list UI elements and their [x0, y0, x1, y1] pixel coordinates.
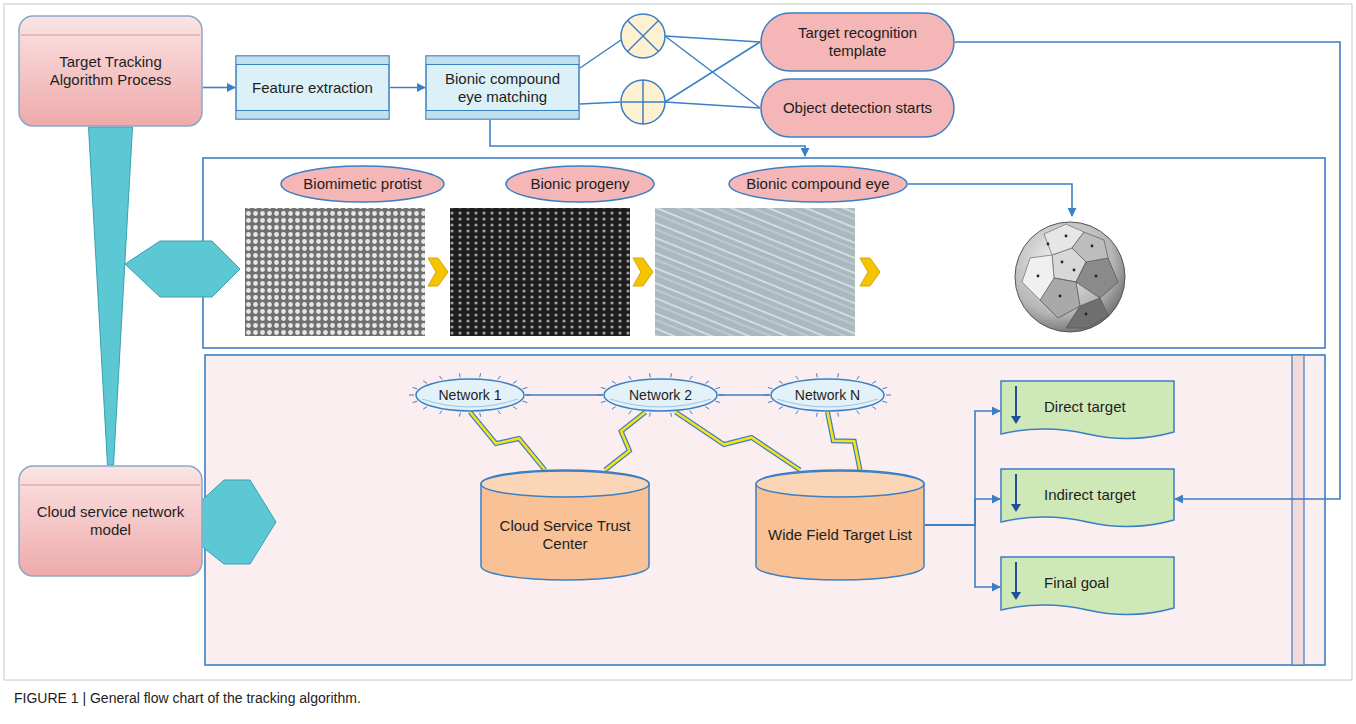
document-shape: Indirect target — [1000, 468, 1175, 530]
node-label: Bionic progeny — [519, 175, 641, 193]
node-label: Target recognition template — [782, 24, 933, 60]
chevron — [860, 258, 880, 286]
process-box: Feature extraction — [235, 55, 390, 120]
node-text-group: Biomimetic protist — [294, 175, 431, 193]
node-label: Feature extraction — [243, 79, 382, 97]
database-cylinder: Cloud Service Trust Center — [480, 470, 650, 580]
result-bubble: Target recognition template — [760, 12, 955, 72]
stage-ellipse: Biomimetic protist — [280, 165, 445, 203]
network-node: Network 2 — [603, 378, 718, 412]
node-text-group: Cloud service network model — [32, 503, 189, 539]
flow-arrow — [203, 87, 235, 89]
teal-pointer — [125, 241, 240, 297]
lightning-link — [470, 412, 545, 470]
node-text-group: Network 1 — [425, 387, 515, 404]
node-text-group: Target Tracking Algorithm Process — [32, 53, 189, 89]
chevron — [428, 258, 448, 286]
process-box: Bionic compound eye matching — [425, 55, 580, 120]
node-label: Biomimetic protist — [294, 175, 431, 193]
node-label: Bionic compound eye — [742, 175, 894, 193]
progeny-image — [450, 208, 630, 336]
network-node: Network 1 — [415, 378, 525, 412]
node-label: Object detection starts — [782, 99, 933, 117]
lightning-link — [676, 412, 801, 470]
flow-arrow — [955, 42, 1340, 499]
flow-arrow — [525, 394, 603, 396]
flow-arrow — [490, 120, 805, 156]
flow-arrow — [390, 87, 425, 89]
node-label: Final goal — [1044, 574, 1167, 592]
node-label: Network N — [780, 387, 875, 404]
node-label: Direct target — [1044, 398, 1167, 416]
node-text-group: Cloud Service Trust Center — [492, 517, 638, 553]
node-text-group: Final goal — [1044, 574, 1167, 592]
flow-arrow — [925, 525, 1000, 587]
process-box: Cloud service network model — [18, 465, 203, 577]
node-label: Indirect target — [1044, 486, 1167, 504]
node-label: Network 1 — [425, 387, 515, 404]
flow-arrow — [925, 499, 1000, 525]
node-text-group: Feature extraction — [243, 79, 382, 97]
node-label: Cloud Service Trust Center — [492, 517, 638, 553]
plus-circle — [621, 80, 665, 124]
panel-strip — [1292, 355, 1304, 665]
node-label: Network 2 — [613, 387, 708, 404]
node-label: Target Tracking Algorithm Process — [32, 53, 189, 89]
multiply-circle — [621, 14, 665, 58]
flow-arrow — [925, 411, 1000, 525]
result-bubble: Object detection starts — [760, 78, 955, 138]
network-node: Network N — [770, 378, 885, 412]
lightning-link — [605, 412, 646, 470]
node-text-group: Bionic compound eye matching — [433, 70, 572, 106]
process-box: Target Tracking Algorithm Process — [18, 15, 203, 127]
flow-arrow — [908, 184, 1072, 216]
teal-pointer — [200, 480, 276, 564]
document-shape: Direct target — [1000, 380, 1175, 442]
compound-eye-image — [655, 208, 855, 336]
node-text-group: Target recognition template — [782, 24, 933, 60]
chevrons — [428, 258, 880, 286]
funnel-link — [89, 127, 133, 465]
stage-ellipse: Bionic compound eye — [728, 165, 908, 203]
operator-lines — [580, 36, 760, 108]
stage-ellipse: Bionic progeny — [505, 165, 655, 203]
database-cylinder-outline — [755, 470, 925, 580]
node-text-group: Network 2 — [613, 387, 708, 404]
chevron — [633, 258, 653, 286]
node-label: Wide Field Target List — [767, 526, 913, 544]
compound-eye-sphere — [1015, 222, 1125, 332]
node-text-group: Bionic compound eye — [742, 175, 894, 193]
cloud-panel — [205, 355, 1325, 665]
node-text-group: Object detection starts — [782, 99, 933, 117]
node-text-group: Direct target — [1044, 398, 1167, 416]
figure-frame — [4, 4, 1352, 680]
flow-arrow — [718, 394, 770, 396]
node-label: Cloud service network model — [32, 503, 189, 539]
node-text-group: Network N — [780, 387, 875, 404]
lightning-link — [828, 412, 861, 470]
node-text-group: Wide Field Target List — [767, 526, 913, 544]
protist-image — [245, 208, 425, 336]
document-shape: Final goal — [1000, 556, 1175, 618]
node-text-group: Bionic progeny — [519, 175, 641, 193]
node-label: Bionic compound eye matching — [433, 70, 572, 106]
database-cylinder: Wide Field Target List — [755, 470, 925, 580]
figure-caption: FIGURE 1 | General flow chart of the tra… — [14, 690, 361, 706]
bionic-panel — [203, 158, 1325, 348]
node-text-group: Indirect target — [1044, 486, 1167, 504]
